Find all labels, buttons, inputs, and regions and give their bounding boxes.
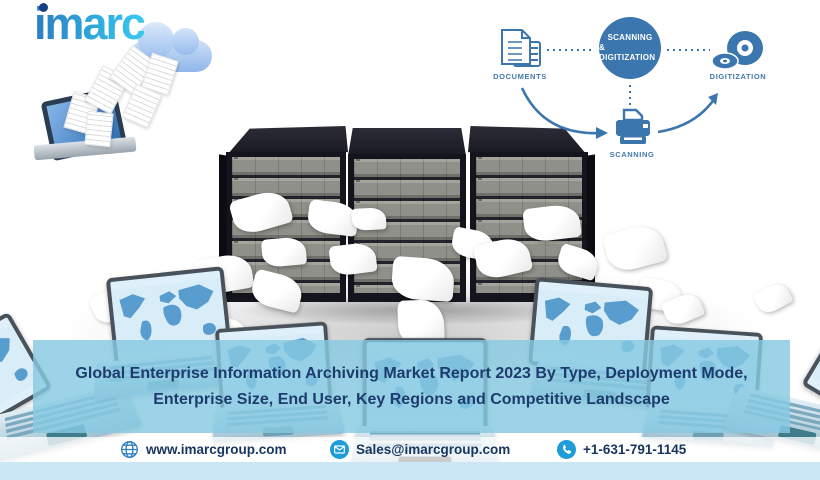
phone-contact: +1-631-791-1145 [557, 437, 686, 462]
website-contact: www.imarcgroup.com [120, 437, 287, 462]
bottom-accent-strip [0, 462, 820, 480]
phone-icon [557, 440, 576, 459]
email-contact: Sales@imarcgroup.com [330, 437, 510, 462]
documents-label: DOCUMENTS [493, 72, 547, 81]
phone-text: +1-631-791-1145 [583, 442, 687, 457]
cloud-icon [130, 22, 212, 72]
imarc-logo-dot [39, 3, 48, 12]
report-title: Global Enterprise Information Archiving … [75, 364, 748, 408]
scanning-label: SCANNING [609, 150, 655, 159]
diagram-connectors [501, 29, 763, 144]
globe-icon [120, 440, 139, 459]
title-band: Global Enterprise Information Archiving … [33, 340, 790, 433]
imarc-logo: imarc [34, 0, 146, 49]
digitization-label: DIGITIZATION [709, 72, 767, 81]
email-icon [330, 440, 349, 459]
flying-document [84, 110, 114, 148]
flying-paper [351, 207, 387, 231]
email-text: Sales@imarcgroup.com [356, 442, 511, 457]
contact-bar: www.imarcgroup.com Sales@imarcgroup.com … [0, 437, 820, 462]
hub-label-line2: & DIGITIZATION [599, 43, 656, 62]
hub-label-line1: SCANNING [607, 33, 653, 42]
scanning-digitization-hub: SCANNING & DIGITIZATION [599, 17, 661, 79]
website-text: www.imarcgroup.com [146, 442, 287, 457]
